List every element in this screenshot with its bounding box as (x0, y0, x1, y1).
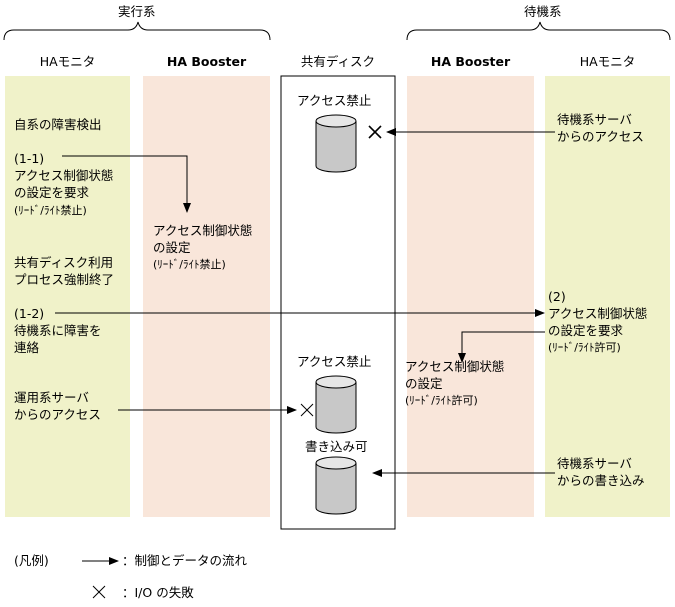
left-booster-set-note: (ﾘｰﾄﾞ/ﾗｲﾄ禁止) (153, 258, 226, 271)
lane-right-booster (407, 76, 534, 517)
right-booster-set-label: アクセス制御状態 の設定 (405, 359, 505, 391)
lane-left-monitor (5, 76, 130, 517)
standby-group-brace (406, 21, 671, 41)
standby-server-write-label: 待機系サーバ からの書き込み (557, 456, 645, 488)
left-monitor-header: HAモニタ (39, 54, 96, 69)
disk-status-middle: アクセス禁止 (297, 354, 372, 369)
legend-flow-label: ：制御とデータの流れ (122, 553, 248, 568)
step-2-note: (ﾘｰﾄﾞ/ﾗｲﾄ許可) (548, 341, 621, 354)
arrow-2-request (458, 331, 545, 363)
disk-status-top: アクセス禁止 (297, 93, 372, 108)
disk-icon-middle (315, 375, 357, 434)
right-booster-header: HA Booster (430, 54, 511, 69)
right-monitor-header: HAモニタ (579, 54, 636, 69)
active-server-access-label: 運用系サーバ からのアクセス (14, 390, 101, 422)
lane-left-booster (143, 76, 270, 517)
step-2-label: (2) アクセス制御状態 の設定を要求 (548, 289, 648, 338)
fault-detect-label: 自系の障害検出 (14, 117, 102, 132)
force-stop-label: 共有ディスク利用 プロセス強制終了 (14, 255, 115, 287)
io-failure-mark-middle (300, 403, 314, 417)
disk-icon-top (315, 114, 357, 173)
left-booster-header: HA Booster (166, 54, 247, 69)
standby-group-title: 待機系 (524, 4, 562, 19)
shared-disk-header: 共有ディスク (300, 54, 376, 69)
left-booster-set-label: アクセス制御状態 の設定 (153, 223, 253, 255)
lane-right-monitor (545, 76, 670, 517)
active-group-title: 実行系 (118, 4, 156, 19)
step-1-1-label: (1-1) アクセス制御状態 の設定を要求 (14, 151, 114, 200)
arrow-1-1-request (62, 155, 191, 213)
disk-icon-bottom (315, 456, 357, 515)
disk-status-bottom: 書き込み可 (305, 439, 368, 454)
legend-title: (凡例) (14, 553, 49, 568)
io-failure-mark-top (368, 125, 382, 139)
step-1-1-note: (ﾘｰﾄﾞ/ﾗｲﾄ禁止) (14, 204, 87, 217)
active-group-brace (3, 21, 271, 41)
legend-io-fail-label: ：I/O の失敗 (122, 585, 194, 600)
step-1-2-label: (1-2) 待機系に障害を 連絡 (14, 306, 102, 355)
legend-failure-icon (92, 585, 106, 599)
standby-server-access-label: 待機系サーバ からのアクセス (557, 112, 644, 144)
right-booster-set-note: (ﾘｰﾄﾞ/ﾗｲﾄ許可) (405, 394, 478, 407)
